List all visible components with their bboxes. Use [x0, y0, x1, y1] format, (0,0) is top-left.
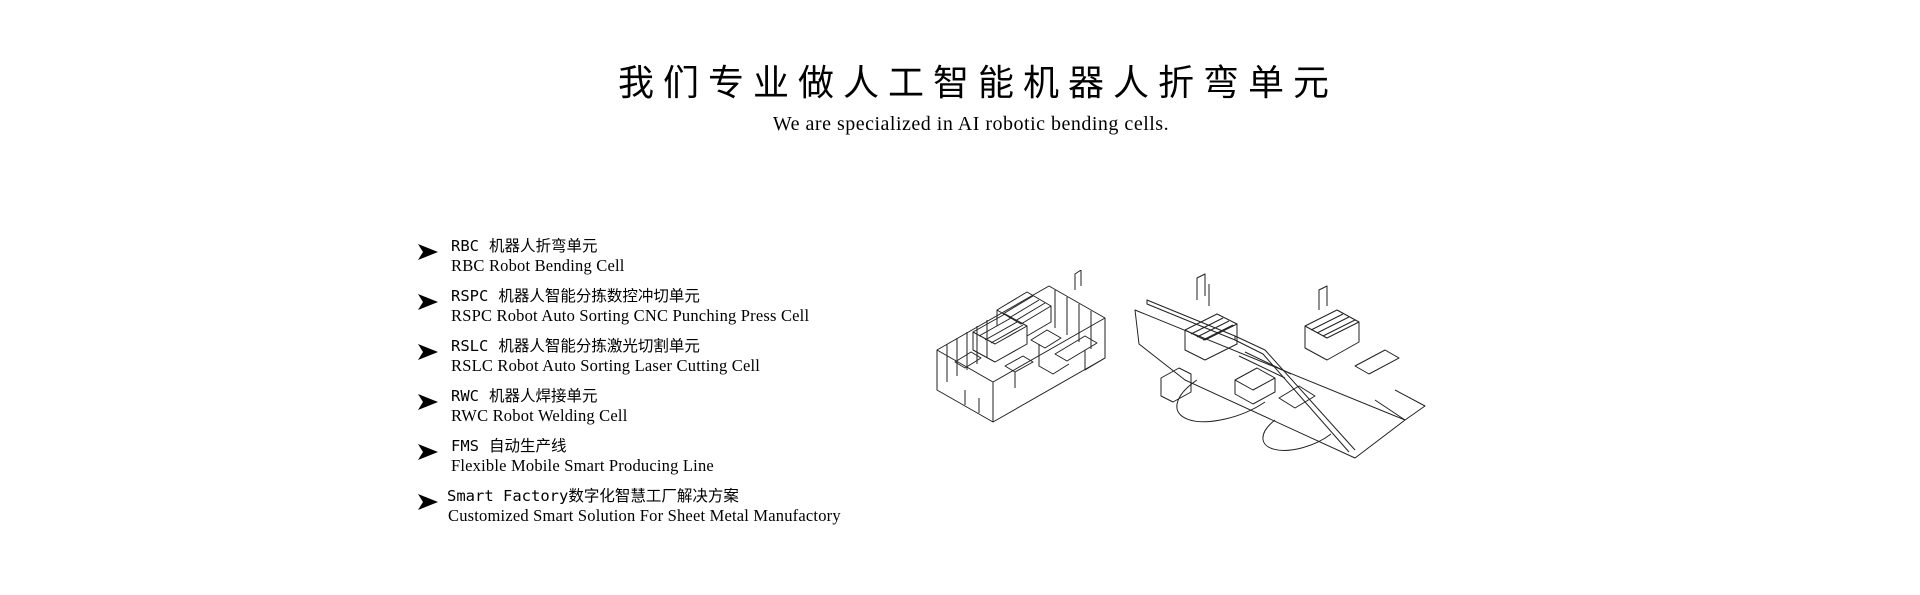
arrowhead-icon — [418, 444, 438, 460]
item-subtitle: RSLC Robot Auto Sorting Laser Cutting Ce… — [451, 356, 761, 375]
item-subtitle: RSPC Robot Auto Sorting CNC Punching Pre… — [451, 306, 810, 325]
arrowhead-icon — [418, 244, 438, 260]
arrowhead-icon — [418, 394, 438, 410]
heading-english: We are specialized in AI robotic bending… — [772, 113, 1170, 135]
item-subtitle: Customized Smart Solution For Sheet Meta… — [448, 506, 841, 525]
item-subtitle: RBC Robot Bending Cell — [451, 256, 625, 275]
item-subtitle: RWC Robot Welding Cell — [451, 406, 628, 425]
factory-layout-drawing — [936, 270, 1426, 459]
arrowhead-icon — [418, 294, 438, 310]
left-cell-illustration — [936, 270, 1106, 423]
arrowhead-icon — [418, 494, 438, 510]
arrowhead-icon — [418, 344, 438, 360]
page-heading: 我们专业做人工智能机器人折弯单元 We are specialized in A… — [0, 62, 1920, 138]
list-item-smart-factory[interactable]: Smart Factory数字化智慧工厂解决方案 Customized Smar… — [418, 486, 898, 536]
right-cell-illustration — [1134, 273, 1426, 459]
heading-chinese: 我们专业做人工智能机器人折弯单元 — [617, 63, 1338, 104]
item-subtitle: Flexible Mobile Smart Producing Line — [451, 456, 714, 475]
item-title: Smart Factory数字化智慧工厂解决方案 — [447, 487, 739, 505]
